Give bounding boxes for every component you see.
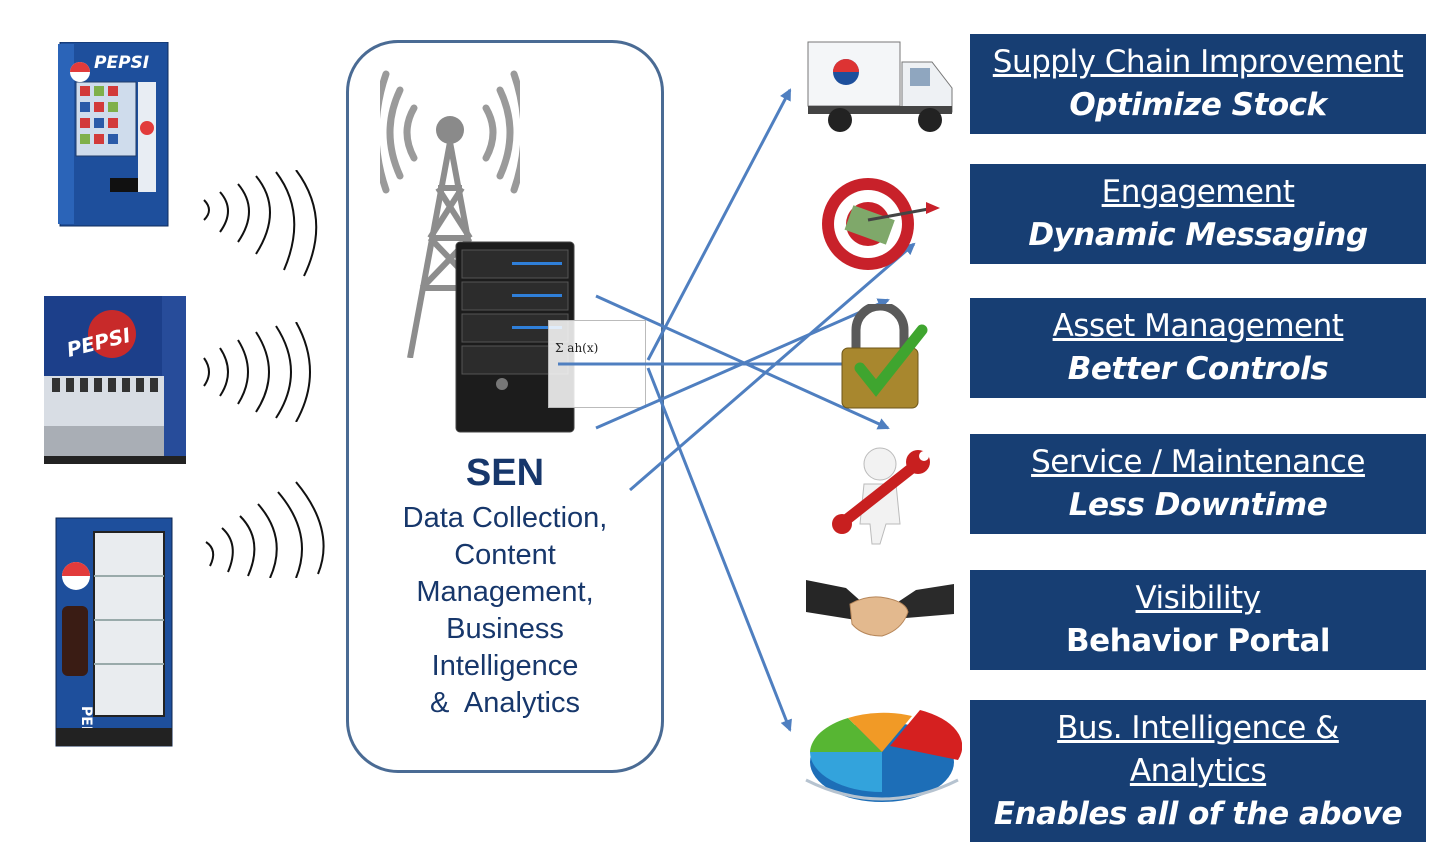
outcome-title: Asset Management: [1052, 308, 1344, 344]
hub-title: SEN: [465, 452, 545, 494]
signal-waves-1: [203, 170, 318, 277]
vending-machine-image: PEPSI: [58, 42, 169, 227]
glass-door-cooler-image: PEPSI: [55, 517, 173, 748]
outcome-visibility: Visibility Behavior Portal: [970, 570, 1426, 670]
hub-line: Data Collection,: [402, 502, 608, 534]
outcome-subtitle: Better Controls: [1067, 351, 1329, 387]
hub-line: & Analytics: [430, 687, 580, 719]
outcome-title: Bus. Intelligence &: [1057, 709, 1339, 746]
hub-line: Management,: [416, 576, 594, 608]
fountain-dispenser-image: PEPSI: [44, 296, 186, 464]
outcome-subtitle: Less Downtime: [1068, 487, 1328, 523]
formula-text: Σ ah(x): [555, 341, 599, 355]
pie-chart-icon: [805, 710, 962, 802]
arrow-to-supply-chain: [646, 88, 792, 361]
outcome-subtitle: Optimize Stock: [1069, 87, 1327, 123]
outcome-title: Service / Maintenance: [1031, 444, 1365, 480]
outcome-subtitle: Enables all of the above: [993, 795, 1403, 832]
outcome-subtitle: Behavior Portal: [1065, 623, 1331, 659]
outcome-asset-management: Asset Management Better Controls: [970, 298, 1426, 398]
arrow-to-analytics: [646, 367, 792, 732]
outcome-title-line2: Analytics: [1129, 752, 1267, 789]
outcome-title: Supply Chain Improvement: [992, 44, 1404, 80]
padlock-check-icon: [841, 304, 928, 409]
outcome-business-intelligence: Bus. Intelligence & Analytics Enables al…: [970, 700, 1426, 842]
delivery-truck-icon: [807, 41, 953, 132]
hub-line: Content: [454, 539, 556, 571]
outcome-supply-chain: Supply Chain Improvement Optimize Stock: [970, 34, 1426, 134]
signal-waves-3: [205, 481, 325, 578]
outcome-title: Visibility: [1135, 580, 1261, 616]
outcome-subtitle: Dynamic Messaging: [1028, 217, 1368, 253]
signal-waves-2: [203, 322, 311, 422]
hub-description: Data Collection, Content Management, Bus…: [366, 500, 644, 722]
outcome-title: Engagement: [1101, 174, 1295, 210]
target-money-icon: [822, 178, 940, 270]
server-icon: [455, 241, 575, 433]
arrow-to-engagement: [629, 242, 916, 492]
outcome-service-maintenance: Service / Maintenance Less Downtime: [970, 434, 1426, 534]
outcome-engagement: Engagement Dynamic Messaging: [970, 164, 1426, 264]
wrench-person-icon: [832, 447, 930, 545]
hub-line: Intelligence: [431, 650, 579, 682]
handshake-icon: [806, 580, 954, 637]
arrow-to-asset-management: [595, 294, 890, 430]
hub-line: Business: [446, 613, 564, 645]
arrow-from-hub-upper: [595, 298, 890, 430]
vending-brand-text: PEPSI: [94, 53, 149, 73]
